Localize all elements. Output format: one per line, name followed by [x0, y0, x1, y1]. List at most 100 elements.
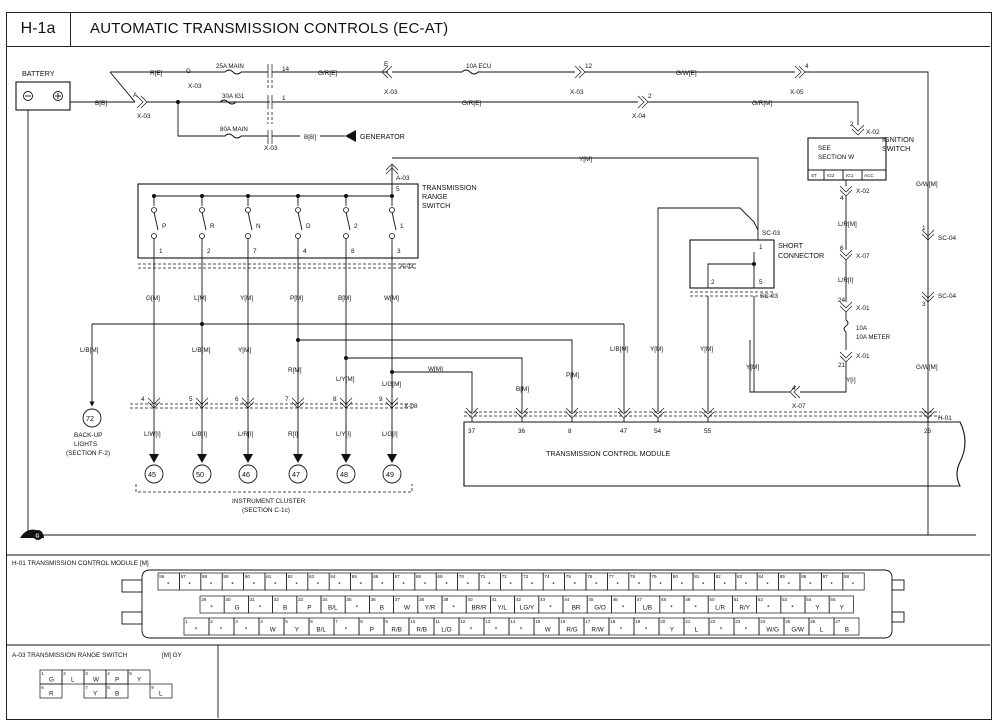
cluster-mid-wire: L/G[M]	[382, 381, 401, 388]
tcm-wire-label: Y[M]	[746, 364, 759, 371]
connector-x07-label-a: X-07	[856, 253, 870, 260]
h01-pin-num: 48	[661, 597, 667, 602]
connector-pin-4: 4	[805, 63, 809, 70]
h01-pin-num: 43	[540, 597, 546, 602]
h01-pin-num: 42	[516, 597, 522, 602]
h01-pin-num: 35	[346, 597, 352, 602]
h01-pin-num: 11	[435, 619, 440, 624]
tcm-box	[463, 421, 966, 487]
section-code: H-1a	[6, 12, 71, 46]
h01-pin-color: *	[167, 582, 170, 589]
h01-pin-num: 33	[298, 597, 304, 602]
h01-pin-num: 12	[460, 619, 466, 624]
cluster-line1: INSTRUMENT CLUSTER	[232, 498, 306, 505]
h01-pin-color: *	[767, 605, 770, 612]
h01-pin-num: 65	[352, 574, 358, 579]
trs-contact-label: P	[162, 223, 166, 230]
h01-pin-num: 67	[395, 574, 401, 579]
connector-x02-label-b: X-02	[856, 188, 870, 195]
h01-pin-color: *	[245, 627, 248, 634]
h01-pin-color: G/W	[791, 627, 804, 634]
h01-pin-color: *	[220, 627, 223, 634]
connector-pin-1: 1	[282, 95, 286, 102]
h01-pin-color: *	[231, 582, 234, 589]
h01-pin-color: *	[645, 627, 648, 634]
wire-label-yI: Y[I]	[846, 377, 856, 384]
h01-pin-num: 14	[510, 619, 516, 624]
tcm-wire-label: Y[M]	[700, 346, 713, 353]
connector-pin-1b: 1	[922, 225, 926, 232]
trs-contact-label: N	[256, 223, 261, 230]
h01-pin-color: *	[317, 582, 320, 589]
h01-pin-color: B/L	[328, 605, 338, 612]
h01-pin-num: 71	[480, 574, 486, 579]
cluster-circle-label: 47	[292, 470, 300, 479]
diagram-frame	[6, 12, 992, 720]
a03-pin-color: R	[49, 691, 54, 698]
diagram-header: H-1a AUTOMATIC TRANSMISSION CONTROLS (EC…	[6, 12, 990, 47]
h01-pin-num: 4	[260, 619, 263, 624]
h01-pin-num: 18	[610, 619, 616, 624]
tcm-pin: 55	[704, 428, 712, 435]
h01-title: H-01 TRANSMISSION CONTROL MODULE [M]	[12, 560, 149, 567]
h01-pin-num: 79	[651, 574, 657, 579]
h01-pin-num: 82	[716, 574, 722, 579]
a03-cell	[149, 683, 173, 699]
h01-pin-num: 13	[485, 619, 491, 624]
cluster-low-wire: L/W[I]	[144, 431, 161, 438]
cluster-circle-label: 45	[148, 470, 156, 479]
wire-label-lrI: L/R[I]	[838, 277, 853, 284]
a03-cell	[39, 683, 63, 699]
a03-pin-color: P	[115, 677, 119, 684]
h01-pin-num: 51	[734, 597, 740, 602]
backup-line2: LIGHTS	[74, 441, 97, 448]
wire-label-lrM: L/R[M]	[838, 221, 857, 228]
tcm-wire-label: L/B[M]	[610, 346, 629, 353]
h01-pin-color: B	[845, 627, 849, 634]
connector-sc03-label-b: SC-03	[760, 293, 779, 300]
cluster-line2: (SECTION C-1c)	[242, 507, 290, 514]
cluster-circle-label: 50	[196, 470, 204, 479]
connector-pin-24: 24	[838, 297, 846, 304]
h01-pin-color: *	[681, 582, 684, 589]
h01-pin-num: 8	[360, 619, 363, 624]
connector-h01-label: H-01	[938, 415, 952, 422]
ignition-label-1: IGNITION	[882, 135, 914, 144]
h01-pin-color: R/B	[391, 627, 402, 634]
trs-contact-label: 2	[354, 223, 358, 230]
h01-pin-color: *	[809, 582, 812, 589]
a03-pin-num: 7	[85, 685, 88, 690]
h01-pin-num: 69	[437, 574, 443, 579]
h01-pin-num: 75	[566, 574, 572, 579]
h01-pin-color: *	[295, 582, 298, 589]
h01-pin-color: G/O	[594, 605, 606, 612]
trs-label-1: TRANSMISSION	[422, 183, 477, 192]
a03-cell	[127, 669, 151, 685]
h01-pin-color: *	[766, 582, 769, 589]
a03-pin-color: G	[49, 677, 54, 684]
connector-sc04-label-a: SC-04	[938, 235, 957, 242]
h01-pin-num: 76	[587, 574, 593, 579]
cluster-low-wire: L/B[I]	[192, 431, 207, 438]
a03-pin-num: 8	[107, 685, 110, 690]
fuse-25a-main: 25A MAIN	[216, 63, 244, 70]
short-connector-box	[689, 239, 775, 289]
trs-label-2: RANGE	[422, 192, 448, 201]
ignition-see-2: SECTION W	[818, 154, 855, 161]
connector-pin-4b: 4	[840, 195, 844, 202]
h01-pin-color: Y/L	[497, 605, 507, 612]
a03-pin-num: 2	[63, 671, 66, 676]
connector-x03-label-b: X-03	[188, 83, 202, 90]
cluster-circle	[192, 464, 212, 484]
short-pin-5: 5	[759, 279, 763, 286]
trs-pin: 4	[303, 248, 307, 255]
h01-pin-num: 6	[310, 619, 313, 624]
connector-a03-label-top: A-03	[396, 175, 410, 182]
h01-pin-color: B	[283, 605, 287, 612]
wire-label-grE: G/R[E]	[318, 70, 337, 77]
h01-pin-color: Y	[670, 627, 675, 634]
tcm-wire-label: P[M]	[566, 372, 579, 379]
h01-pin-num: 7	[335, 619, 338, 624]
h01-pin-num: 32	[274, 597, 280, 602]
connector-x03-label-d: X-03	[384, 89, 398, 96]
